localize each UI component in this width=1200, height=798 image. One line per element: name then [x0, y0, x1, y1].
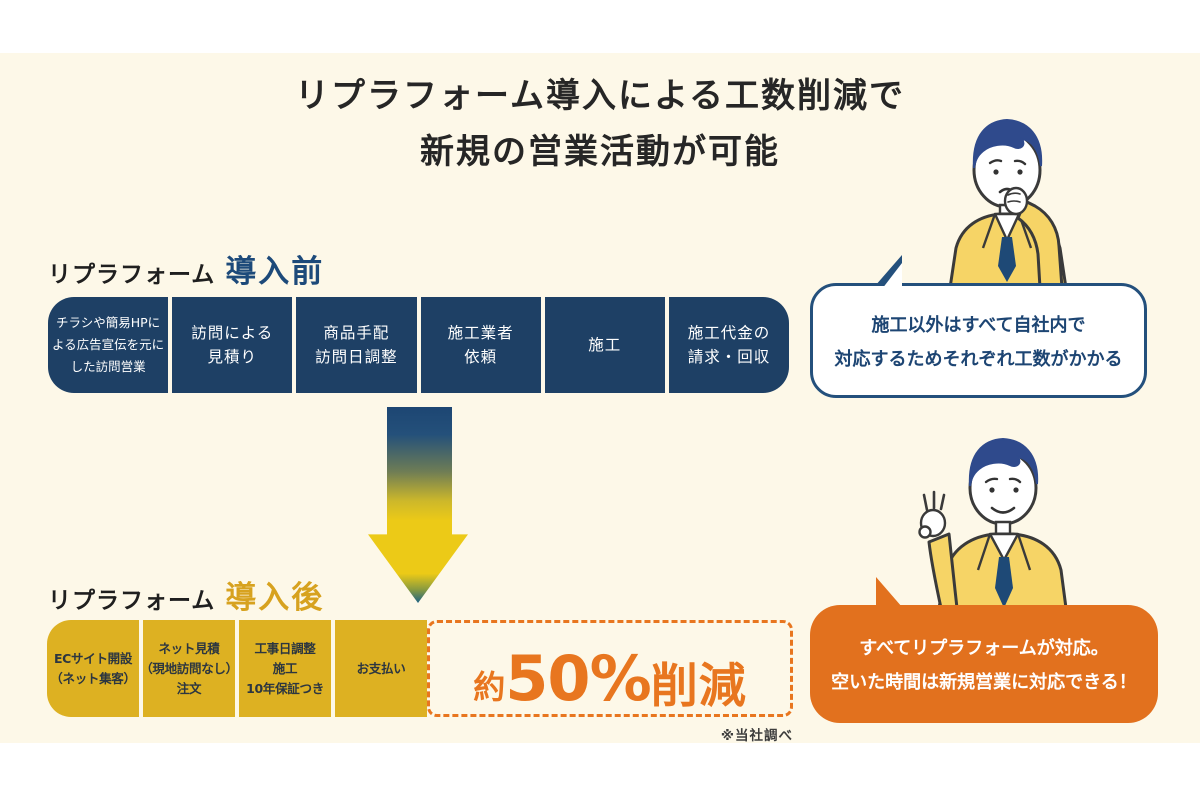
reduction-value: 50%	[505, 641, 651, 715]
before-step-visit-estimate: 訪問による 見積り	[172, 297, 293, 393]
ok-hand-fingers	[922, 490, 946, 512]
necktie	[998, 237, 1016, 282]
after-section-label: リプラフォーム 導入後	[48, 572, 324, 617]
before-step-arrange-schedule: 商品手配 訪問日調整	[296, 297, 417, 393]
after-step-construction-warranty: 工事日調整 施工 10年保証つき	[239, 620, 331, 717]
brand-name: リプラフォーム	[48, 262, 216, 288]
after-step-ec-site: ECサイト開設 （ネット集客）	[47, 620, 139, 717]
hair	[968, 437, 1039, 487]
before-step-flyer-sales: チラシや簡易HPに よる広告宣伝を元に した訪問営業	[48, 297, 169, 393]
thinking-man-illustration	[948, 118, 1068, 288]
reduction-suffix: 削減	[650, 659, 747, 714]
before-step-construction: 施工	[544, 297, 665, 393]
before-step-contractor-request: 施工業者 依頼	[420, 297, 541, 393]
ok-sign-man-illustration	[918, 437, 1068, 608]
bubble-tail	[876, 577, 902, 607]
after-tag: 導入後	[225, 580, 325, 616]
reduction-prefix: 約	[473, 667, 506, 706]
necktie	[995, 557, 1013, 608]
after-steps-row: ECサイト開設 （ネット集客） ネット見積 （現地訪問なし） 注文 工事日調整 …	[47, 620, 427, 717]
before-step-billing: 施工代金の 請求・回収	[668, 297, 790, 393]
ok-ring	[918, 525, 932, 539]
after-step-payment: お支払い	[335, 620, 427, 717]
before-tag: 導入前	[225, 254, 325, 290]
before-speech-bubble: 施工以外はすべて自社内で 対応するためそれぞれ工数がかかる	[810, 255, 1147, 398]
after-speech-bubble: すべてリプラフォームが対応。 空いた時間は新規営業に対応できる！	[810, 577, 1158, 723]
after-step-net-estimate: ネット見積 （現地訪問なし） 注文	[140, 620, 238, 717]
before-steps-row: チラシや簡易HPに よる広告宣伝を元に した訪問営業 訪問による 見積り 商品手…	[48, 297, 790, 393]
page-title: リプラフォーム導入による工数削減で 新規の営業活動が可能	[0, 68, 1200, 180]
source-footnote: ※当社調べ	[720, 728, 793, 744]
smile-mouth	[990, 506, 1016, 514]
before-section-label: リプラフォーム 導入前	[48, 246, 324, 291]
reduction-highlight-box: 約 50% 削減	[427, 620, 793, 717]
brand-name: リプラフォーム	[48, 588, 216, 614]
page-title-line2: 新規の営業活動が可能	[420, 132, 780, 173]
raised-arm	[927, 532, 959, 608]
page-title-line1: リプラフォーム導入による工数削減で	[295, 76, 905, 116]
hair	[972, 118, 1043, 169]
